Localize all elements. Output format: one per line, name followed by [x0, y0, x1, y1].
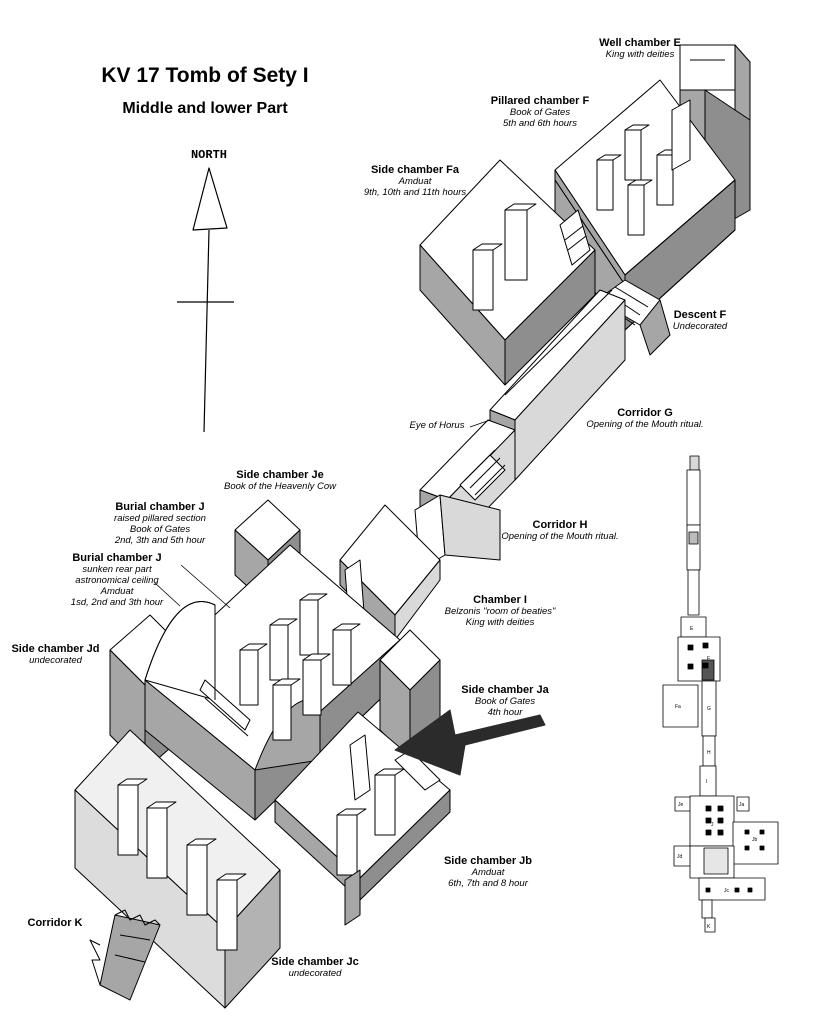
plan-letter-j: J: [711, 822, 714, 828]
plan-letter-k: K: [707, 924, 711, 930]
label-corridor-k: Corridor K: [27, 917, 83, 929]
pointer-arrow: [394, 709, 546, 776]
label-corridor-h: Corridor H Opening of the Mouth ritual.: [501, 519, 619, 543]
plan-letter-g: G: [707, 706, 711, 712]
label-descent-f: Descent F Undecorated: [672, 309, 728, 333]
label-side-chamber-jb: Side chamber Jb Amduat 6th, 7th and 8 ho…: [443, 855, 533, 890]
north-arrow-icon: [177, 167, 234, 433]
plan-letter-e: E: [690, 626, 694, 632]
corridor-k: [89, 909, 161, 1001]
plan-letter-je: Je: [678, 802, 684, 808]
side-chamber-jc: [74, 729, 281, 1009]
label-pillared-chamber-f: Pillared chamber F Book of Gates 5th and…: [490, 95, 590, 130]
plan-letter-ja: Ja: [739, 802, 745, 808]
label-side-chamber-ja: Side chamber Ja Book of Gates 4th hour: [461, 684, 549, 719]
plan-letter-f: F: [707, 656, 710, 662]
label-well-chamber-e: Well chamber E King with deities: [599, 37, 681, 61]
plan-letter-jc: Jc: [724, 888, 730, 894]
label-corridor-g: Corridor G Opening of the Mouth ritual.: [586, 407, 704, 431]
label-side-chamber-jd: Side chamber Jd undecorated: [11, 643, 100, 667]
descent-f: [596, 279, 671, 356]
plan-inset: E F Fa G H I J Je Ja Jb Jd Jc K: [662, 455, 779, 933]
plan-letter-jd: Jd: [677, 854, 683, 860]
label-side-chamber-jc: Side chamber Jc undecorated: [271, 956, 359, 980]
compass-label: NORTH: [191, 148, 227, 162]
label-eye-of-horus: Eye of Horus: [409, 420, 465, 431]
label-burial-chamber-j-raised: Burial chamber J raised pillared section…: [114, 501, 206, 547]
burial-chamber-j: [144, 544, 401, 821]
plan-letter-jb: Jb: [752, 837, 758, 843]
side-chamber-fa: [419, 159, 596, 386]
plan-letter-h: H: [707, 750, 711, 756]
label-side-chamber-fa: Side chamber Fa Amduat 9th, 10th and 11t…: [363, 164, 467, 199]
plan-letter-fa: Fa: [675, 704, 681, 710]
main-title: KV 17 Tomb of Sety I: [101, 64, 309, 87]
plan-letter-i: I: [706, 779, 707, 785]
label-burial-chamber-j-sunken: Burial chamber J sunken rear part astron…: [70, 552, 164, 609]
label-chamber-i: Chamber I Belzonis "room of beaties" Kin…: [444, 594, 556, 629]
label-side-chamber-je: Side chamber Je Book of the Heavenly Cow: [224, 469, 336, 493]
subtitle: Middle and lower Part: [122, 100, 288, 117]
